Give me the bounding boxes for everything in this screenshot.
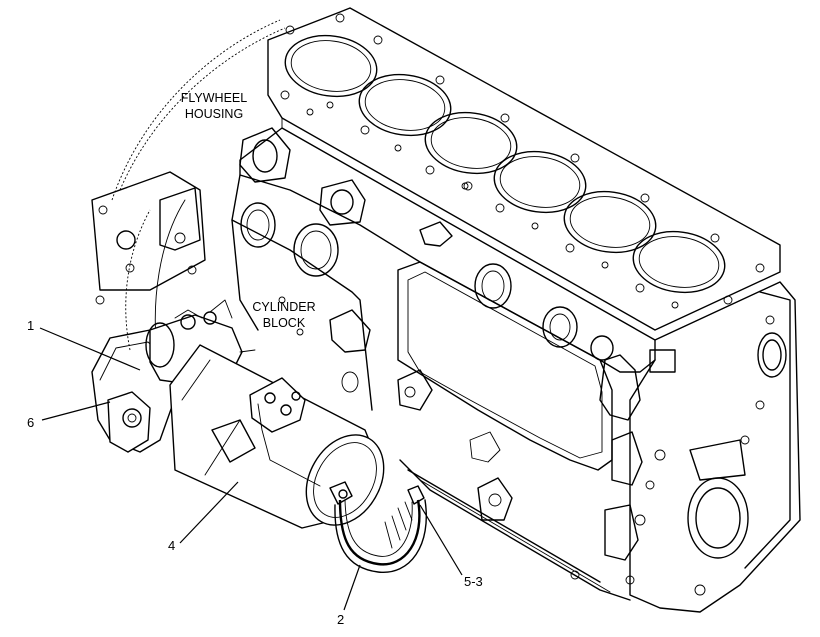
cylinder-block-label-line1: CYLINDER <box>252 300 315 314</box>
ground-strap <box>334 499 427 573</box>
cylinder-bores <box>284 34 726 294</box>
flywheel-housing-label-line1: FLYWHEEL <box>181 91 247 105</box>
leader-line-5-3 <box>419 504 463 576</box>
starter-motor <box>91 299 425 529</box>
callout-leaders <box>39 327 463 611</box>
callout-5-3: 5-3 <box>464 574 483 589</box>
leader-line-1 <box>39 327 141 371</box>
leader-line-2 <box>343 564 361 611</box>
deck-bolt-holes <box>280 13 765 309</box>
flywheel-housing-label-line2: HOUSING <box>185 107 243 121</box>
leader-line-6 <box>41 401 111 421</box>
callout-6: 6 <box>27 415 34 430</box>
cylinder-block <box>231 7 801 613</box>
leader-line-4 <box>179 481 239 544</box>
callout-4: 4 <box>168 538 175 553</box>
cylinder-block-label-line2: BLOCK <box>263 316 306 330</box>
callout-1: 1 <box>27 318 34 333</box>
callout-2: 2 <box>337 612 344 627</box>
flywheel-housing <box>91 19 286 361</box>
block-front-bosses <box>239 127 614 521</box>
